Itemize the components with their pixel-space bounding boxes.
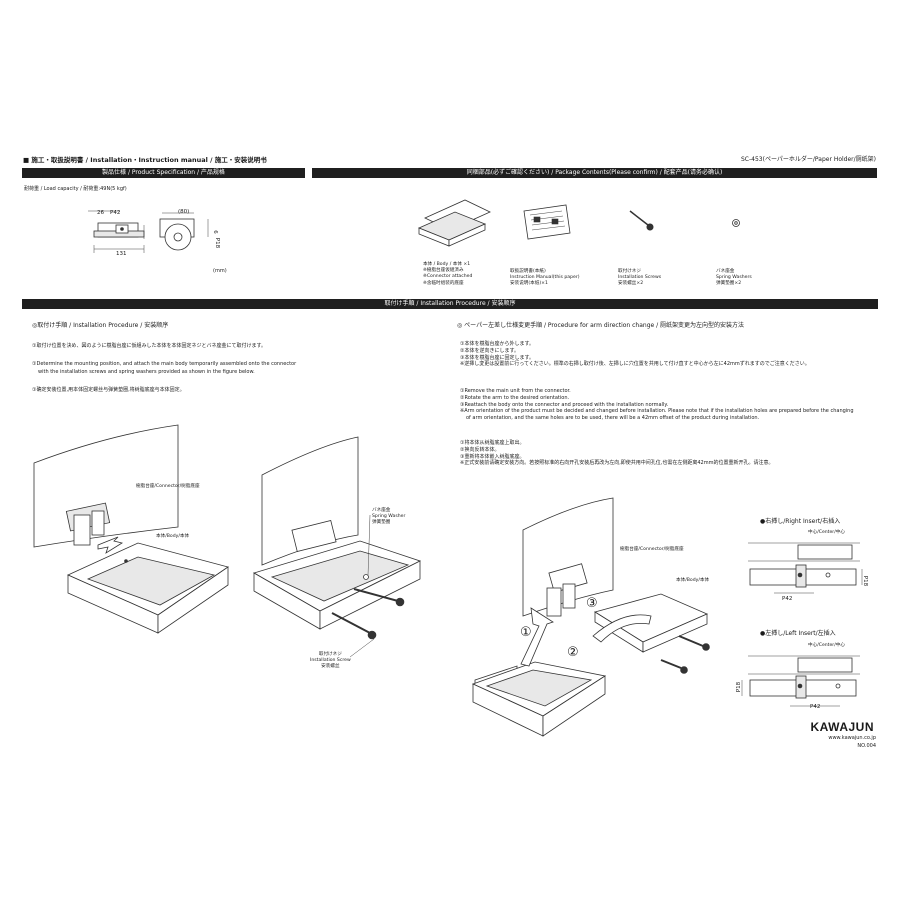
dim-26: 26 [97, 210, 104, 216]
left-insert-p42: P42 [810, 704, 821, 710]
left-body-label: 本体/Body/本体 [156, 534, 190, 539]
left-connector-label: 樹脂台座/Connector/树脂底座 [136, 484, 200, 489]
package-body-drawing [417, 199, 491, 247]
dim-6: 6 [211, 230, 218, 234]
dim-131: 131 [116, 251, 127, 257]
dim-80: (80) [178, 209, 190, 215]
step1-ja: ①取付け位置を決め、図のように樹脂台座に仮組みした本体を本体固定ネジとバネ座金に… [32, 343, 266, 349]
spec-bar: 製品仕様 / Product Specification / 产品规格 [22, 168, 305, 178]
step1-en-b: with the installation screws and spring … [38, 369, 255, 375]
right-section-title: ◎ ペーパー左差し仕様変更手順 / Procedure for arm dire… [457, 322, 745, 329]
unit-mm: (mm) [213, 268, 227, 274]
right-insert-drawing [748, 542, 863, 594]
install-drawing-2 [252, 436, 422, 658]
left-insert-drawing [741, 655, 860, 707]
right-zh-list: ①将本体从树脂底座上取出。 ②换向反转本体。 ③重新将本体嵌入树脂底座。 ※正式… [460, 440, 774, 467]
right-insert-label: ●右挿し/Right Insert/右插入 [760, 518, 841, 525]
left-insert-p18: P18 [736, 681, 743, 693]
product-code: SC-453(ペーパーホルダー/Paper Holder/厕纸架) [741, 156, 876, 163]
step-circle-3: ③ [586, 596, 598, 611]
right-insert-p18: P18 [862, 575, 869, 587]
install-drawing-1 [33, 424, 229, 634]
load-capacity: 耐荷重 / Load capacity / 耐荷重:49N(5 kgf) [24, 186, 127, 192]
right-insert-p42: P42 [782, 596, 793, 602]
package-manual-drawing [523, 204, 571, 240]
spec-drawing [88, 210, 209, 253]
brand-url: www.kawajun.co.jp [828, 735, 876, 741]
package-bar: 同梱部品(必ずご確認ください) / Package Contents(Pleas… [312, 168, 877, 178]
package-screw-drawing [629, 210, 654, 231]
dim-p18: P18 [214, 237, 221, 249]
right-ja-list: ①本体を樹脂台座から外します。 ②本体を逆向きにします。 ③本体を樹脂台座に固定… [460, 341, 810, 368]
right-en-list: ①Remove the main unit from the connector… [460, 388, 854, 421]
arm-change-drawing [471, 497, 710, 737]
left-section-title: ◎取付け手順 / Installation Procedure / 安装顺序 [32, 322, 169, 329]
step-circle-2: ② [567, 645, 579, 660]
manual-header-title: ■ 施工・取扱説明書 / Installation・Instruction ma… [23, 156, 267, 164]
brand-logo: KAWAJUN [810, 720, 874, 734]
package-manual-text: 取扱説明書(本紙)Instruction Manual(this paper)安… [510, 269, 580, 287]
install-bar: 取付け手順 / Installation Procedure / 安装顺序 [22, 299, 878, 309]
right-body-label: 本体/Body/本体 [676, 578, 710, 583]
dim-p42: P42 [110, 210, 121, 216]
package-washer-drawing [732, 219, 740, 227]
center-label-2: 中心/Center/中心 [808, 643, 845, 648]
center-label-1: 中心/Center/中心 [808, 530, 845, 535]
step1-en-a: ①Determine the mounting position, and at… [32, 361, 297, 367]
step1-zh: ①确定安装位置,用本体固定螺丝与弹簧垫圈,将树脂底座与本体固定。 [32, 387, 185, 393]
package-body-text: 本体 / Body / 本体 ×1※樹脂台座仮組済み ※Connector at… [423, 262, 473, 286]
right-connector-label: 樹脂台座/Connector/树脂底座 [620, 547, 684, 552]
left-insert-label: ●左挿し/Left Insert/左插入 [760, 630, 836, 637]
document-number: NO.004 [857, 743, 876, 749]
step-circle-1: ① [520, 625, 532, 640]
